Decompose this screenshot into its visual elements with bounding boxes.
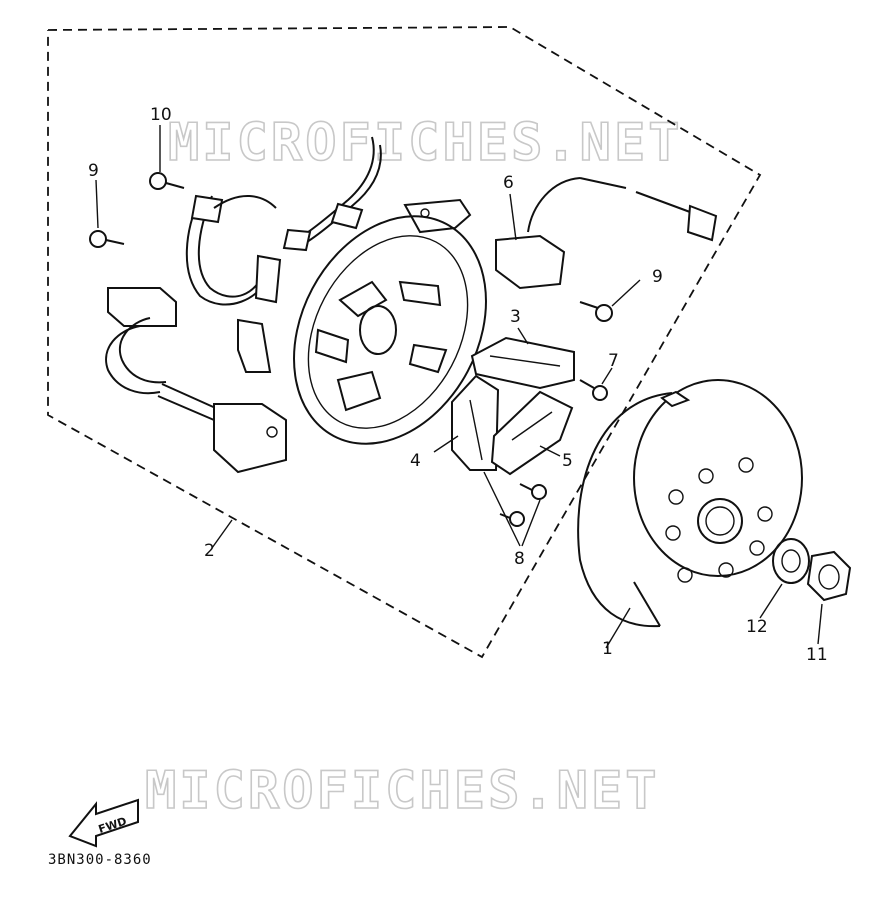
coil-3 (470, 336, 575, 390)
coil-5 (490, 390, 574, 476)
diagram-code: 3BN300-8360 (48, 852, 152, 868)
nut (806, 550, 852, 602)
callout-8: 8 (514, 549, 525, 569)
screw-8-upper (519, 483, 547, 500)
callout-4: 4 (410, 451, 421, 471)
screw-9-right (579, 301, 613, 322)
callout-10: 10 (150, 105, 172, 125)
coil-4 (451, 374, 500, 471)
screw-8-lower (499, 511, 525, 527)
callout-11: 11 (806, 645, 828, 665)
callout-9-left: 9 (88, 161, 99, 181)
wiring-harness (105, 136, 382, 474)
screw-9-left (89, 230, 125, 248)
stator-plate (293, 198, 487, 445)
callout-3: 3 (510, 307, 521, 327)
watermark-top: MICROFICHES.NET (168, 113, 683, 173)
screw-10 (149, 172, 185, 190)
callout-6: 6 (503, 173, 514, 193)
callout-2: 2 (204, 541, 215, 561)
watermark-bottom: MICROFICHES.NET (145, 761, 660, 821)
callout-1: 1 (602, 639, 613, 659)
pickup-coil (495, 177, 718, 290)
fwd-arrow: FWD (68, 798, 139, 848)
screw-7 (579, 379, 608, 401)
leader-lines (95, 125, 823, 649)
rotor (577, 379, 803, 628)
callout-12: 12 (746, 617, 768, 637)
washer (772, 538, 810, 584)
callout-5: 5 (562, 451, 573, 471)
callout-9-right: 9 (652, 267, 663, 287)
callout-7: 7 (608, 351, 619, 371)
